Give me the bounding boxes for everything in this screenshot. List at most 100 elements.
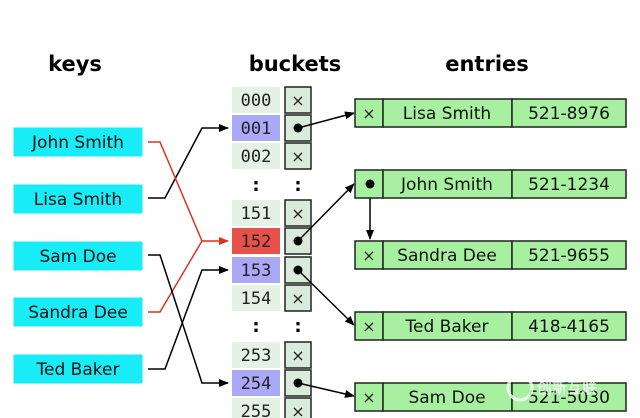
entry-phone-cell bbox=[511, 240, 627, 270]
bucket-index: 152 bbox=[241, 232, 272, 252]
bucket-index-box bbox=[232, 370, 280, 396]
null-pointer-icon: × bbox=[291, 147, 304, 166]
entry-sam-doe: × Sam Doe 521-5030 bbox=[354, 382, 627, 412]
key-lisa-smith: Lisa Smith bbox=[13, 184, 143, 214]
key-label: John Smith bbox=[31, 133, 124, 153]
bucket-index: 001 bbox=[241, 119, 272, 139]
bucket-255: 255 × bbox=[232, 397, 312, 418]
null-pointer-icon: × bbox=[362, 388, 375, 407]
entry-phone-cell bbox=[511, 169, 627, 199]
entry-john-smith: John Smith 521-1234 bbox=[354, 169, 627, 199]
key-label: Sandra Dee bbox=[28, 303, 128, 323]
bucket-ellipsis: : bbox=[252, 316, 259, 337]
bucket-254: 254 bbox=[232, 369, 312, 397]
bucket-index: 000 bbox=[241, 91, 272, 111]
entry-name: Ted Baker bbox=[405, 317, 489, 337]
key-john-smith: John Smith bbox=[13, 127, 143, 157]
bucket-001: 001 bbox=[232, 114, 312, 142]
bucket-index: 254 bbox=[241, 374, 272, 394]
watermark-text: 创新互联 bbox=[536, 379, 598, 397]
buckets-header: buckets bbox=[249, 52, 342, 76]
entry-next-slot bbox=[354, 382, 384, 412]
entry-ted-baker: × Ted Baker 418-4165 bbox=[354, 311, 627, 341]
key-box bbox=[13, 241, 143, 271]
entry-phone: 418-4165 bbox=[528, 317, 610, 337]
bucket-253: 253 × bbox=[232, 341, 312, 369]
bucket-pointer-slot bbox=[284, 341, 312, 369]
entry-name-cell bbox=[382, 169, 513, 199]
key-box bbox=[13, 127, 143, 157]
entry-phone: 521-8976 bbox=[528, 104, 610, 124]
pointer-dot-icon bbox=[365, 179, 375, 189]
watermark-logo-icon bbox=[506, 374, 534, 402]
pointer-ellipsis: : bbox=[294, 316, 301, 337]
hash-line-ted-baker bbox=[148, 266, 229, 370]
bucket-pointer-slot bbox=[284, 86, 312, 114]
watermark: 创新互联 bbox=[506, 374, 598, 402]
bucket-index-box bbox=[232, 398, 280, 418]
bucket-002: 002 × bbox=[232, 142, 312, 170]
bucket-pointer-slot bbox=[284, 284, 312, 312]
null-pointer-icon: × bbox=[291, 289, 304, 308]
entry-lisa-smith: × Lisa Smith 521-8976 bbox=[354, 98, 627, 128]
bucket-152: 152 bbox=[232, 227, 312, 255]
entry-phone-cell bbox=[511, 311, 627, 341]
key-label: Sam Doe bbox=[39, 247, 116, 267]
null-pointer-icon: × bbox=[291, 204, 304, 223]
bucket-ellipsis: : bbox=[252, 175, 259, 196]
bucket-index-box bbox=[232, 143, 280, 169]
entry-name-cell bbox=[382, 311, 513, 341]
hash-line-john-smith bbox=[148, 141, 229, 245]
null-pointer-icon: × bbox=[362, 317, 375, 336]
entry-name: John Smith bbox=[400, 175, 493, 195]
entry-phone: 521-9655 bbox=[528, 246, 610, 266]
key-ted-baker: Ted Baker bbox=[13, 354, 143, 384]
null-pointer-icon: × bbox=[362, 246, 375, 265]
pointer-line-153 bbox=[297, 269, 355, 326]
bucket-index-box bbox=[232, 285, 280, 311]
bucket-index-box bbox=[232, 342, 280, 368]
bucket-index-box bbox=[232, 257, 280, 283]
bucket-pointer-slot bbox=[284, 142, 312, 170]
bucket-index: 151 bbox=[241, 204, 272, 224]
bucket-pointer-slot bbox=[284, 199, 312, 227]
null-pointer-icon: × bbox=[291, 346, 304, 365]
entry-sandra-dee: × Sandra Dee 521-9655 bbox=[354, 240, 627, 270]
pointer-line-254 bbox=[297, 382, 355, 398]
bucket-pointer-slot bbox=[284, 397, 312, 418]
entry-phone: 521-1234 bbox=[528, 175, 610, 195]
entry-name: Lisa Smith bbox=[403, 104, 491, 124]
hash-line-lisa-smith bbox=[148, 124, 229, 199]
entry-name: Sam Doe bbox=[408, 388, 485, 408]
hash-line-sandra-dee bbox=[148, 240, 203, 313]
bucket-000: 000 × bbox=[232, 86, 312, 114]
entry-name: Sandra Dee bbox=[397, 246, 497, 266]
pointer-line-001 bbox=[297, 111, 355, 129]
key-label: Lisa Smith bbox=[34, 190, 122, 210]
entries-header: entries bbox=[445, 52, 529, 76]
entry-phone-cell bbox=[511, 98, 627, 128]
bucket-index-box bbox=[232, 115, 280, 141]
key-sam-doe: Sam Doe bbox=[13, 241, 143, 271]
hash-line-sam-doe bbox=[148, 254, 229, 387]
bucket-index-box bbox=[232, 200, 280, 226]
bucket-154: 154 × bbox=[232, 284, 312, 312]
null-pointer-icon: × bbox=[362, 104, 375, 123]
bucket-index: 153 bbox=[241, 261, 272, 281]
entry-name-cell bbox=[382, 382, 513, 412]
bucket-151: 151 × bbox=[232, 199, 312, 227]
pointer-line-152 bbox=[297, 183, 355, 242]
bucket-index: 154 bbox=[241, 289, 272, 309]
pointer-dot-icon bbox=[293, 123, 303, 133]
bucket-index: 255 bbox=[241, 402, 272, 418]
pointer-ellipsis: : bbox=[294, 175, 301, 196]
key-box bbox=[13, 184, 143, 214]
bucket-153: 153 bbox=[232, 256, 312, 284]
entry-phone: 521-5030 bbox=[528, 388, 610, 408]
null-pointer-icon: × bbox=[291, 402, 304, 418]
entry-next-slot bbox=[354, 98, 384, 128]
bucket-index: 002 bbox=[241, 147, 272, 167]
bucket-index-box bbox=[232, 228, 280, 254]
bucket-index-box bbox=[232, 87, 280, 113]
